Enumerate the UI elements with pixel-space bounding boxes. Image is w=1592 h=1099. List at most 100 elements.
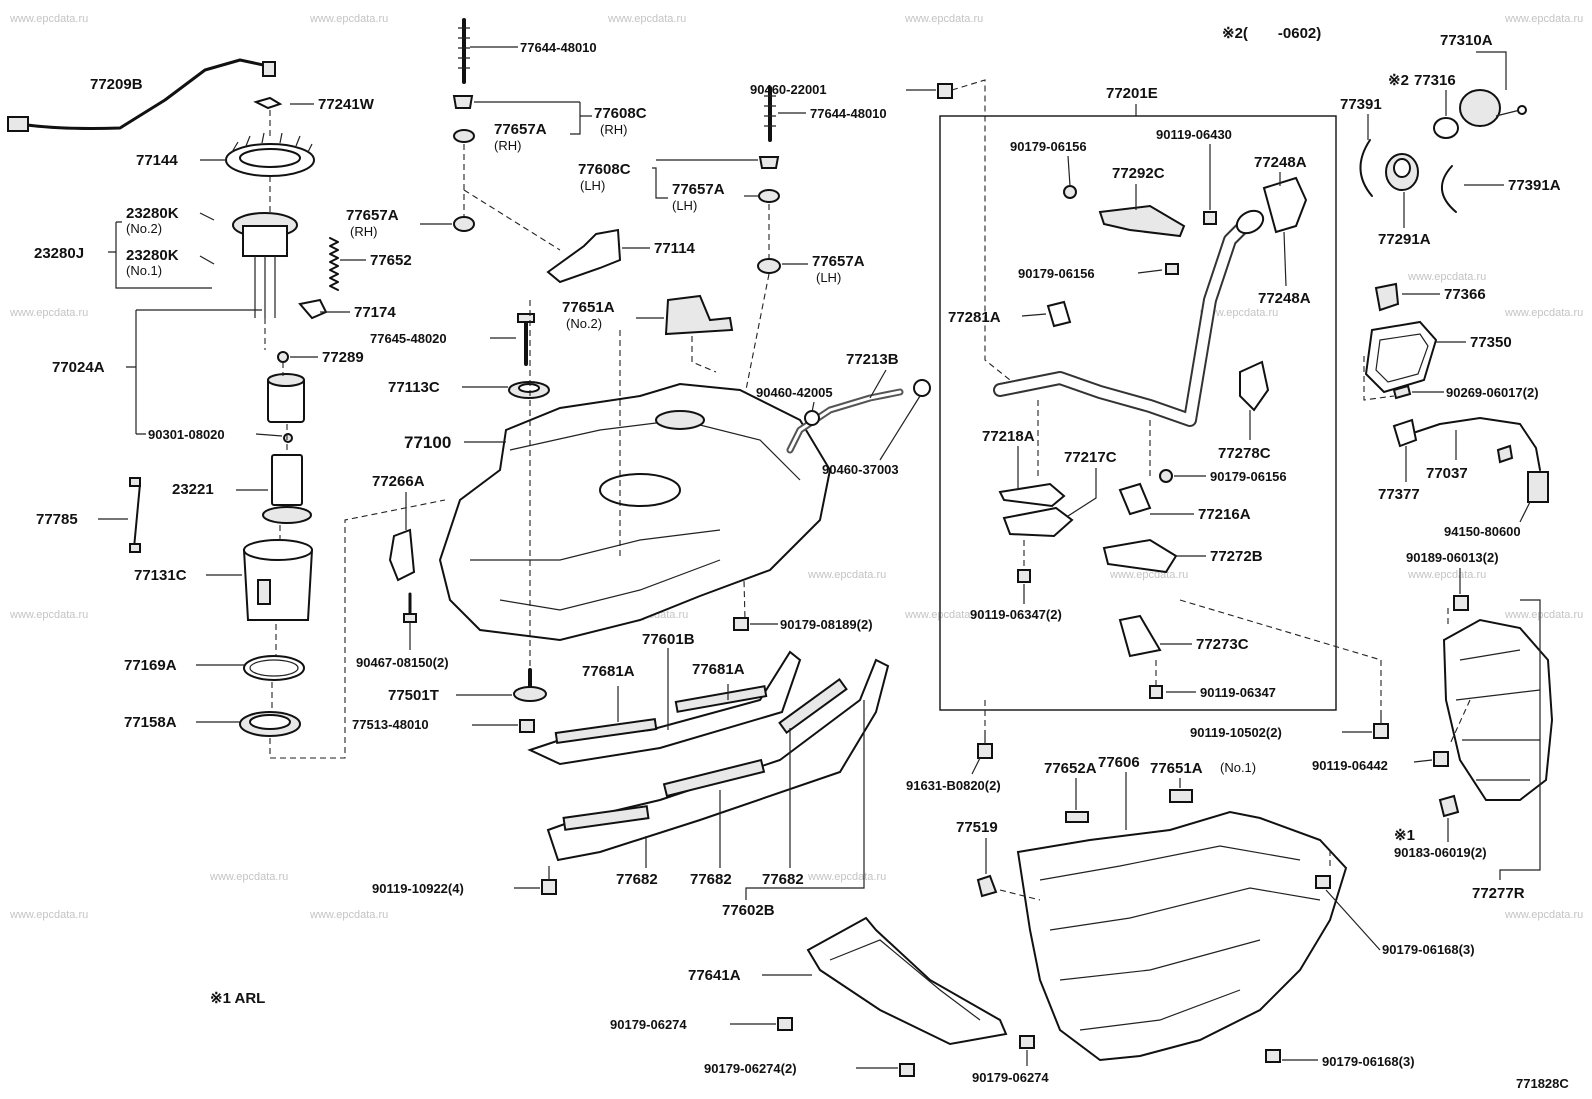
bolt-90179-06274-b [899,1063,915,1077]
part-label: 90460-37003 [822,462,899,477]
part-label: 77248A [1258,290,1311,307]
part-label: 90119-10502(2) [1190,725,1282,740]
part-label: 90119-06347(2) [970,607,1062,622]
cushion-77651A-no2 [664,294,734,336]
part-label: 77272B [1210,548,1263,565]
pump-group [7,58,446,759]
part-label: 77652A [1044,760,1097,777]
part-label: 77113C [388,379,440,396]
opener-77377 [1392,418,1418,448]
part-label: 23221 [172,481,214,498]
fuel-door-group [1359,89,1554,818]
part-label: 90183-06019(2) [1394,845,1487,860]
bracket-77217C [1002,506,1074,538]
sender-wire [18,58,270,130]
part-label: 77241W [318,96,375,113]
gasket-top [129,477,141,487]
part-label: 77644-48010 [810,106,887,121]
nut-77513 [519,719,535,733]
part-label: 77158A [124,714,177,731]
part-label: 77216A [1198,506,1251,523]
part-label: 77785 [36,511,78,528]
gasket-bot [129,543,141,553]
nut-90179-06156-a [1063,185,1077,199]
part-label: 77657A [672,181,725,198]
part-label: 77292C [1112,165,1165,182]
watermark: www.epcdata.ru [1504,13,1583,25]
watermark: www.epcdata.ru [607,13,686,25]
lock-ring-inner [239,148,301,168]
nut-90179-08189 [733,617,749,631]
fuel-door-labels: 77310A ※2 77316 77391 77391A 77291A 7736… [1312,32,1561,902]
pump-spring-77652 [329,237,339,291]
nut-90179-06274-c [1019,1035,1035,1049]
part-label: 77377 [1378,486,1420,503]
part-label: (No.1) [1220,760,1256,775]
lock-ring-teeth [231,132,313,153]
bracket-77218A [998,482,1066,508]
part-label: 77174 [354,304,396,321]
part-label: 77350 [1470,334,1512,351]
filler-pipe-mouth [1235,209,1265,235]
bolt-90119-06442 [1433,751,1449,767]
part-label: 90119-06442 [1312,758,1388,773]
tank-labels: 77644-48010 77608C (RH) 77657A (RH) 7765… [346,40,936,1076]
part-label: 90460-22001 [750,82,827,97]
part-label: 77682 [762,871,804,888]
undercover-labels: 91631-B0820(2) 77606 77652A 77651A (No.1… [906,725,1475,1085]
part-label: 77391 [1340,96,1382,113]
part-label: 77100 [404,433,451,452]
insulator-77641A [806,916,1008,1046]
liner-ribs [1455,649,1541,781]
part-label: 90179-06156 [1018,266,1095,281]
bracket-77216A [1118,482,1152,516]
part-label: 90179-08189(2) [780,617,873,632]
part-label: 90179-06156 [1010,139,1087,154]
screw-90269 [1392,384,1412,400]
bolt-90179-06274-a [777,1017,793,1031]
pump-cup-top [243,539,313,561]
cable-77037 [1415,417,1541,471]
clip-part [253,96,283,110]
part-label: 77291A [1378,231,1431,248]
clip-90183 [1438,794,1460,818]
part-label: 77218A [982,428,1035,445]
part-label: 90460-42005 [756,385,833,400]
nut-90179-06156-c [1159,469,1173,483]
part-label: 77366 [1444,286,1486,303]
ring-77158A-inner [249,714,291,730]
hose-clamp-37003 [913,379,931,397]
tank-pump-opening [599,473,681,507]
clip-77391A [1441,165,1457,213]
bolt-77645-head [517,313,535,323]
part-label: 77316 [1414,72,1456,89]
part-label: 77682 [616,871,658,888]
part-label: 77501T [388,687,439,704]
part-label: 77608C [594,105,647,122]
part-label: 77645-48020 [370,331,447,346]
part-label: 77273C [1196,636,1249,653]
bracket-77272B [1102,538,1178,574]
nut-90179-06156-b [1165,263,1179,275]
tank-group [388,18,1011,1077]
part-label: 23280J [34,245,84,262]
part-label: 90179-06168(3) [1382,942,1475,957]
bolt-90119-06430 [1203,211,1217,225]
part-label: 77213B [846,351,899,368]
part-label: 90467-08150(2) [356,655,449,670]
ring-77316 [1433,117,1459,139]
part-label: 77682 [690,871,732,888]
connector-94150 [1527,471,1549,503]
part-label: 77201E [1106,85,1158,102]
part-label: 77024A [52,359,105,376]
part-label: 77391A [1508,177,1561,194]
part-label: 77248A [1254,154,1307,171]
fuel-cap-77310A [1459,89,1501,127]
diagram-code: 771828C [1516,1076,1569,1091]
part-label: 90179-06274 [972,1070,1049,1085]
grommet-77657A-rh2 [453,216,475,232]
bracket-77273C [1118,614,1162,658]
cover-77606 [1016,810,1348,1062]
pump-labels: 77209B 77241W 77144 23280K (No.2) 23280J… [34,76,412,731]
